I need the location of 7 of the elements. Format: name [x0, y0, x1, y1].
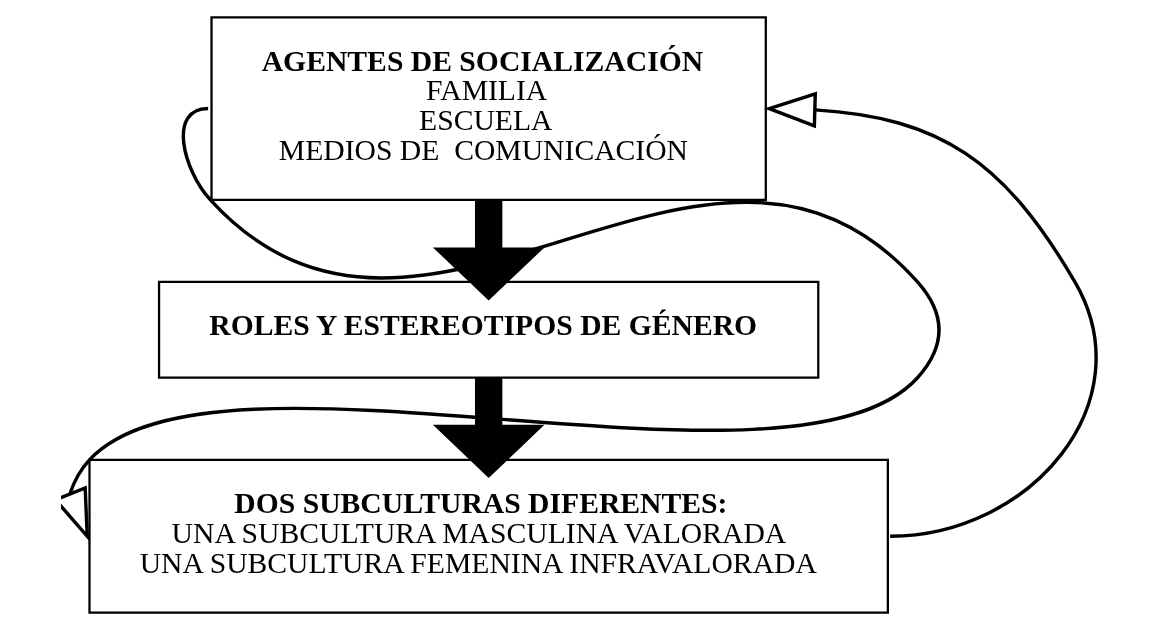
arrow — [61, 106, 941, 542]
node-box: DOS SUBCULTURAS DIFERENTES: UNA SUBCULTURA MASCULINA VALORADA UNA SUBCULTURA FEMENINA INFRAVALORADA — [88, 458, 889, 614]
node-box: ROLES Y ESTEREOTIPOS DE GÉNERO — [157, 280, 820, 379]
arrow — [764, 91, 1098, 538]
node-box: AGENTES DE SOCIALIZACIÓN FAMILIA ESCUELA MEDIOS DE COMUNICACIÓN — [210, 16, 767, 201]
arrow — [432, 377, 545, 478]
arrow — [432, 200, 545, 301]
